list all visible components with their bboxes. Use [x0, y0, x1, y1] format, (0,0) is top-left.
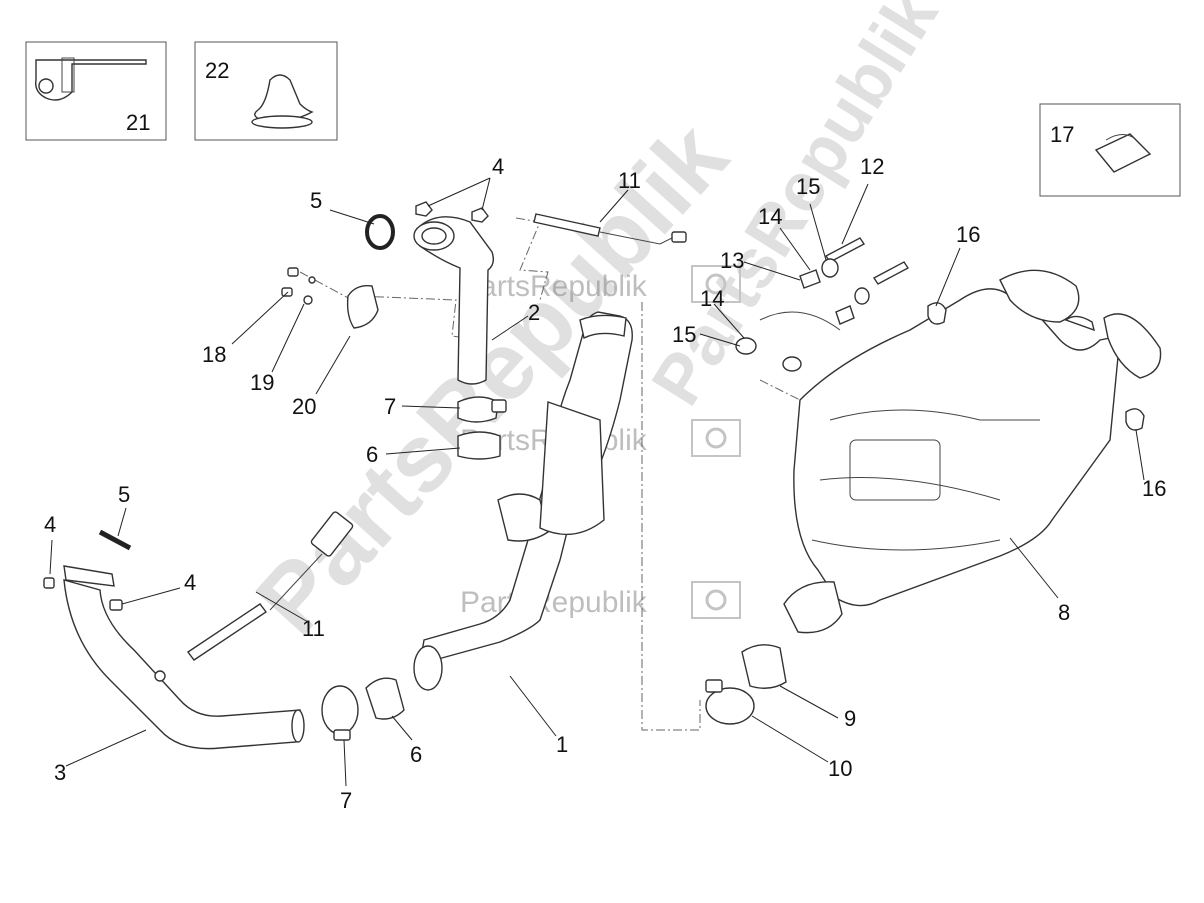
spring-nut-clip-part [1094, 133, 1152, 173]
callout-10: 10 [828, 756, 852, 781]
pipe-inlet [579, 314, 627, 340]
callout-20: 20 [292, 394, 316, 419]
callout-16-lower: 16 [1142, 476, 1166, 501]
washer-15 [821, 258, 839, 278]
callout-3: 3 [54, 760, 66, 785]
callout-6-upper: 6 [366, 442, 378, 467]
part-11-lambda-sensor-lower [186, 511, 354, 661]
callout-9: 9 [844, 706, 856, 731]
watermark-flag-icon-3 [691, 581, 741, 619]
silencer-inlet [783, 581, 843, 634]
callout-17: 17 [1050, 122, 1074, 147]
callout-5-lower: 5 [118, 482, 130, 507]
catalyst-body [539, 401, 605, 536]
inset-box-22 [194, 41, 338, 141]
watermark-small-1: PartsRepublik [460, 270, 648, 303]
spacer-13 [799, 269, 821, 289]
part-8-silencer [783, 269, 1162, 634]
callout-14-lower: 14 [700, 286, 724, 311]
part-7-clamp-lower [321, 685, 359, 741]
part-5-gasket-upper [365, 214, 395, 250]
bracket-clip-part [35, 59, 147, 101]
callout-4-mid: 4 [184, 570, 196, 595]
bolt-12 [824, 237, 866, 263]
bolt-12b [872, 261, 910, 285]
callout-19: 19 [250, 370, 274, 395]
part-3-front-header-pipe [63, 565, 305, 750]
part-4-nuts [43, 201, 489, 611]
callout-5-upper: 5 [310, 188, 322, 213]
part-16-rubber-grommets [927, 302, 1145, 431]
watermark-small-3: PartsRepublik [460, 586, 648, 619]
collector-bend [497, 493, 549, 542]
watermark-flag-icon-2 [691, 419, 741, 457]
part-5-gasket-lower [98, 529, 132, 551]
washer-15c [782, 356, 802, 372]
callout-11-lower: 11 [302, 616, 325, 641]
part-6-sleeve-lower [365, 677, 405, 720]
callout-7-lower: 7 [340, 788, 352, 813]
leader-lines [49, 177, 1145, 787]
rubber-14 [854, 287, 870, 305]
part-11-lambda-sensor-upper [533, 213, 687, 245]
callout-11-upper: 11 [618, 168, 641, 193]
part-12-to-15-mount-hardware [735, 237, 1095, 372]
part-7-clamp-upper [457, 396, 507, 423]
callout-21: 21 [126, 110, 150, 135]
inset-box-17 [1039, 103, 1181, 197]
heat-shield-bracket [346, 285, 379, 329]
callout-13: 13 [720, 248, 744, 273]
watermark-logo-1: PartsRepublik [460, 265, 741, 303]
callout-4-upper: 4 [492, 154, 504, 179]
callout-8: 8 [1058, 600, 1070, 625]
callout-2: 2 [528, 300, 540, 325]
callout-6-lower: 6 [410, 742, 422, 767]
callout-15-lower: 15 [672, 322, 696, 347]
spacer-13b [835, 305, 855, 325]
gear-icon [705, 273, 727, 295]
callout-14-upper: 14 [758, 204, 782, 229]
inset-box-21 [25, 41, 167, 141]
callout-18: 18 [202, 342, 226, 367]
callout-1: 1 [556, 732, 568, 757]
push-rivet-part [254, 74, 314, 122]
gear-icon [705, 589, 727, 611]
callout-4-left: 4 [44, 512, 56, 537]
part-10-clamp [705, 679, 755, 725]
part-18-19-20-bracket-hardware [281, 267, 379, 329]
callout-15-upper: 15 [796, 174, 820, 199]
callout-16-upper: 16 [956, 222, 980, 247]
part-9-sleeve [741, 644, 787, 689]
silencer-outlet-left [999, 269, 1080, 323]
callout-22: 22 [205, 58, 229, 83]
callout-labels: 1 2 3 4 4 4 5 5 6 6 7 7 8 9 10 11 11 12 … [44, 58, 1166, 813]
gear-icon [705, 427, 727, 449]
part-1-rear-pipe-assembly [413, 311, 633, 691]
watermark-logo-3: PartsRepublik [460, 581, 741, 619]
callout-12: 12 [860, 154, 884, 179]
bracket-plate [1064, 315, 1095, 332]
washer-15b [735, 337, 757, 355]
front-pipe-flange [63, 565, 115, 587]
bracket-hole [38, 78, 54, 94]
part-2-inlet-pipe [413, 216, 495, 385]
rear-pipe-outlet [413, 645, 443, 691]
callout-7-upper: 7 [384, 394, 396, 419]
silencer-outlet-right [1103, 313, 1162, 379]
watermark-flag-icon-1 [691, 265, 741, 303]
part-6-sleeve-upper [457, 431, 501, 460]
push-rivet-head [251, 115, 313, 129]
